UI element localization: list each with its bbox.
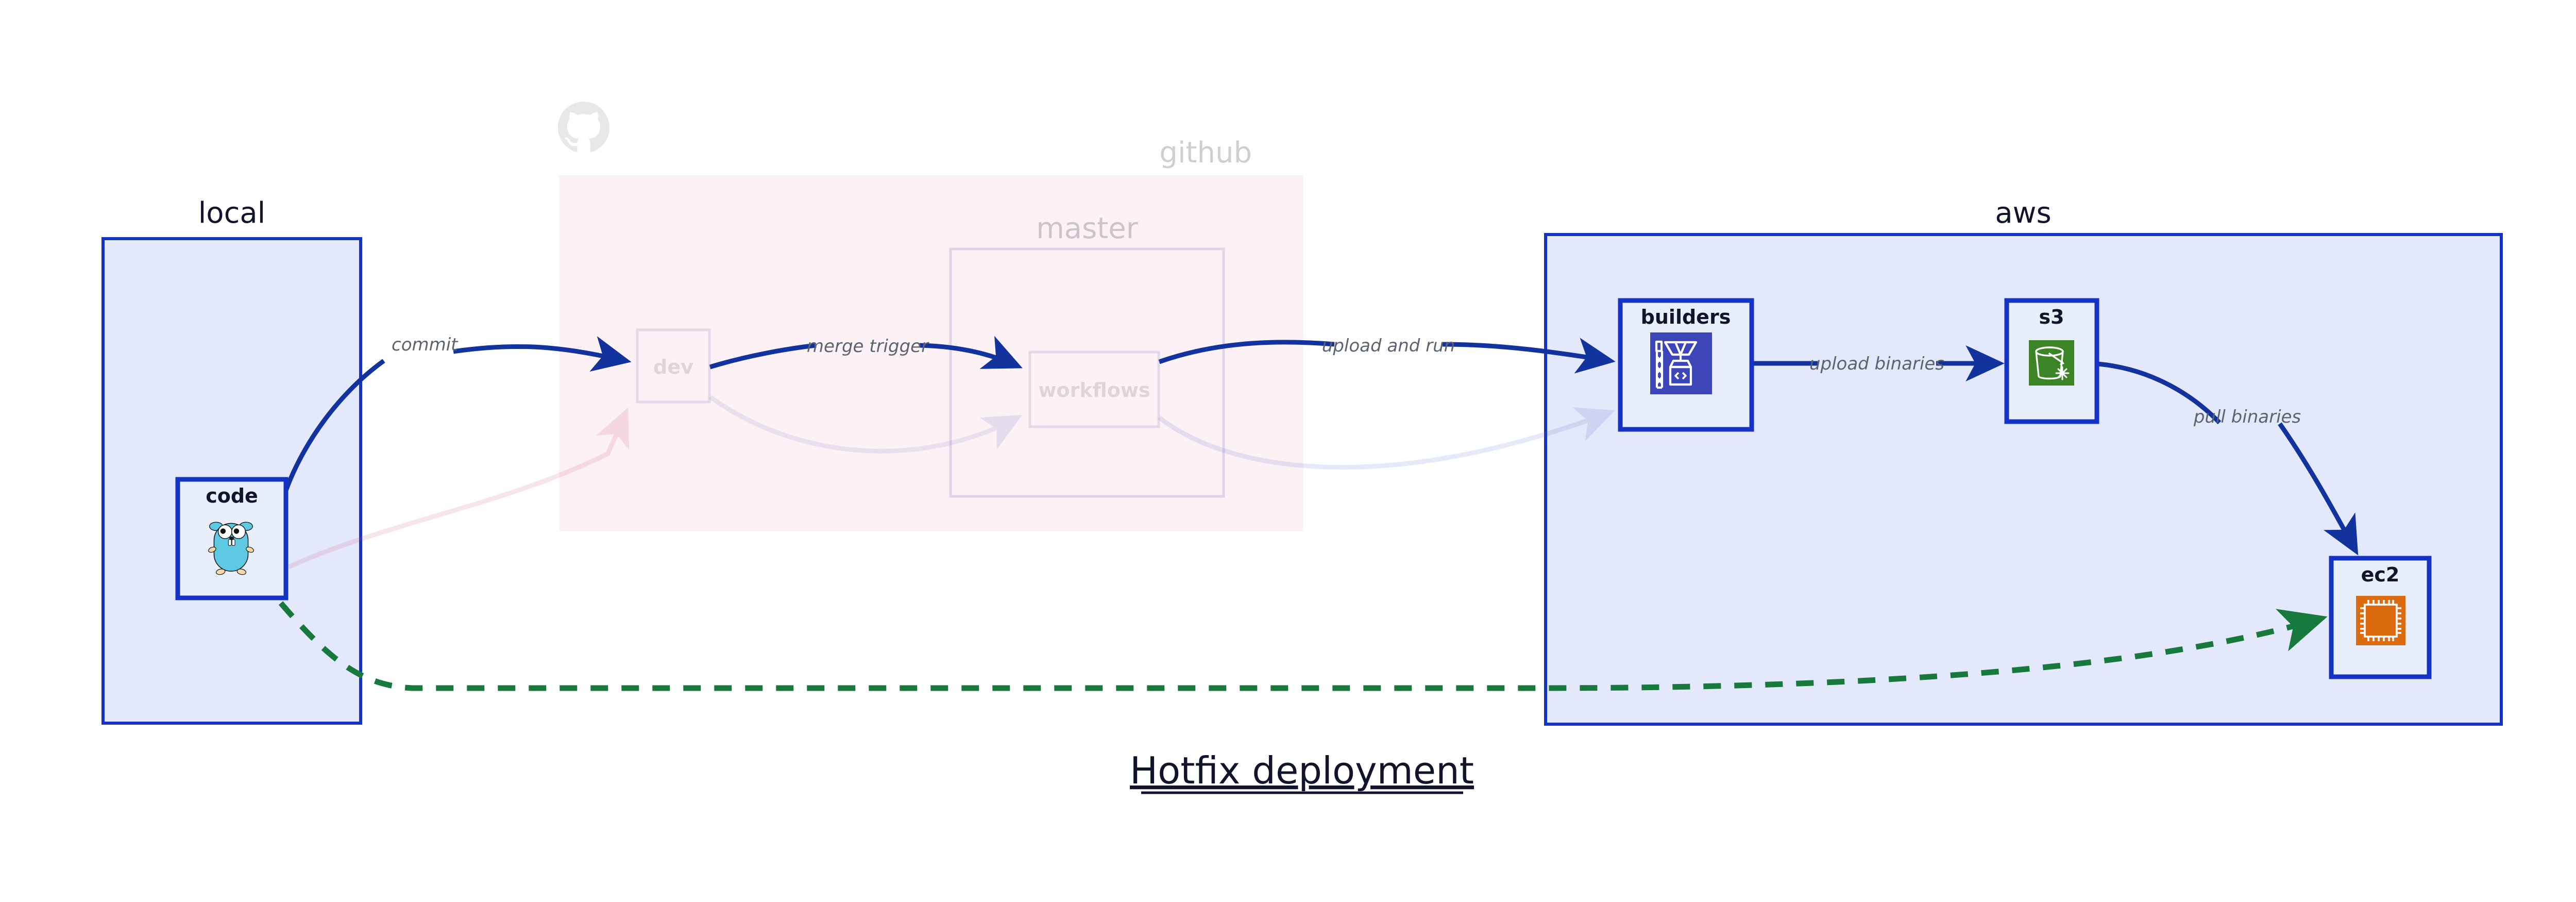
subzone-master xyxy=(949,247,1225,498)
node-code-label: code xyxy=(206,485,258,507)
node-dev[interactable] xyxy=(636,328,711,404)
zone-aws-label: aws xyxy=(1995,196,2051,230)
aws-s3-glacier-bucket-icon xyxy=(2029,340,2074,386)
zone-local-label: local xyxy=(198,196,265,230)
node-workflows[interactable] xyxy=(1028,350,1160,428)
edge-pull-binaries-label: pull binaries xyxy=(2193,407,2301,427)
node-ec2-label: ec2 xyxy=(2361,563,2400,586)
edge-merge-trigger xyxy=(709,336,1023,370)
node-dev-label: dev xyxy=(653,356,693,378)
edge-faded-code-dev xyxy=(287,407,630,570)
node-s3-label: s3 xyxy=(2039,306,2064,328)
node-workflows-label: workflows xyxy=(1038,379,1150,402)
zone-github-label: github xyxy=(1159,136,1252,170)
zone-github xyxy=(559,175,1303,531)
edge-commit-label: commit xyxy=(392,335,459,355)
subzone-master-label: master xyxy=(1036,212,1138,245)
edge-upload-binaries-label: upload binaries xyxy=(1809,354,1944,374)
github-octocat-icon xyxy=(557,102,610,152)
edge-faded-dev-wf xyxy=(708,395,1023,454)
edge-faded-wf-builders xyxy=(1158,407,1616,470)
aws-codebuild-crane-icon xyxy=(1650,332,1712,394)
node-builders-label: builders xyxy=(1641,306,1731,328)
edge-merge-trigger-label: merge trigger xyxy=(807,336,929,357)
edge-upload-and-run-label: upload and run xyxy=(1322,336,1455,356)
edge-upload-and-run xyxy=(1158,338,1616,374)
page-title: Hotfix deployment xyxy=(1130,749,1474,792)
aws-ec2-chip-icon xyxy=(2356,596,2405,645)
edge-pull-binaries xyxy=(2097,361,2359,556)
go-gopher-icon xyxy=(208,522,254,575)
zone-github-label-group: github xyxy=(1159,136,1252,170)
edge-hotfix-direct xyxy=(278,601,2328,691)
